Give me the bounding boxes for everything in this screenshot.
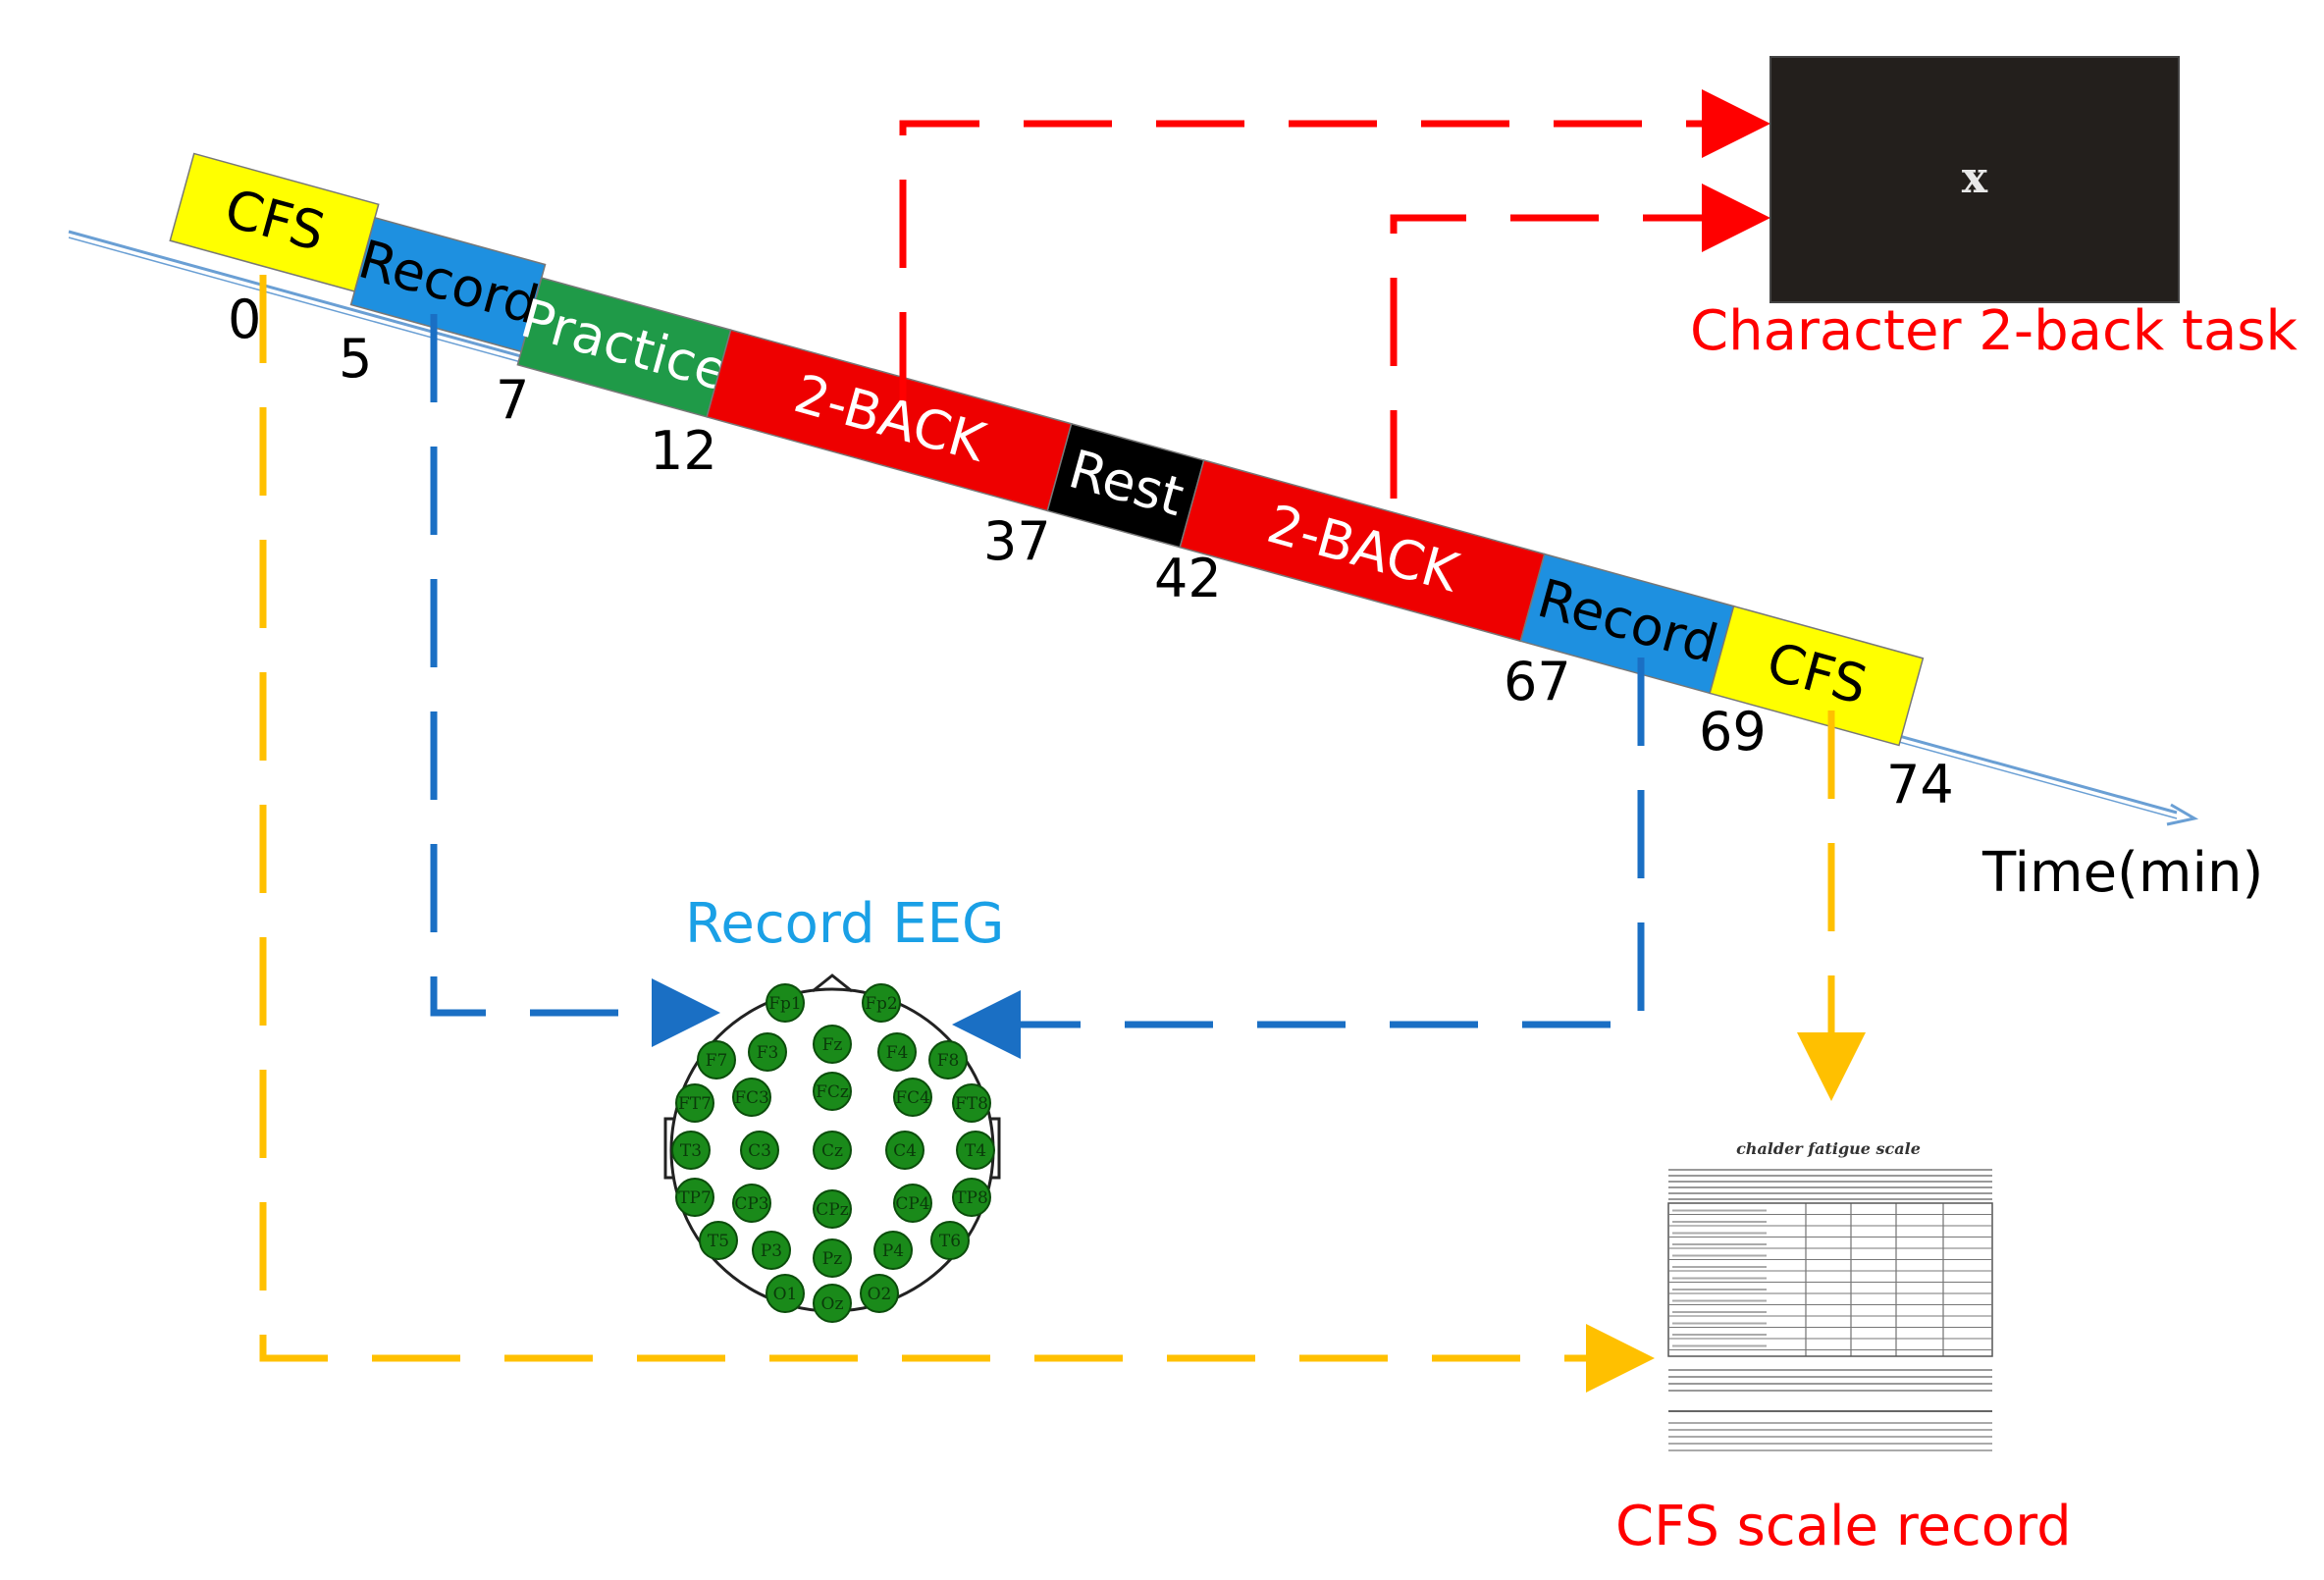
electrode-label: P3 (761, 1241, 782, 1261)
electrode-label: F3 (757, 1043, 779, 1063)
tick-label: 37 (983, 510, 1051, 572)
electrode-cp3 (732, 1184, 771, 1223)
electrode-t4 (956, 1131, 995, 1170)
electrode-label: CP4 (895, 1194, 929, 1214)
tick-label: 0 (228, 289, 261, 350)
electrode-label: FCz (816, 1082, 849, 1102)
electrode-o1 (766, 1274, 805, 1313)
eeg-arrows (430, 314, 1645, 1059)
electrode-label: CPz (816, 1200, 848, 1220)
task-display-panel: x (1769, 56, 2180, 303)
task-screen (1769, 56, 2180, 303)
electrode-label: Fp1 (768, 994, 802, 1014)
electrode-label: Cz (821, 1141, 843, 1161)
task-stimulus: x (1962, 153, 1988, 203)
electrode-oz (813, 1284, 852, 1323)
electrode-fc4 (893, 1078, 932, 1117)
electrode-cz (813, 1131, 852, 1170)
electrode-fc3 (732, 1078, 771, 1117)
electrode-label: FT7 (678, 1094, 712, 1114)
electrode-label: O1 (773, 1285, 798, 1304)
electrode-label: FC4 (895, 1088, 930, 1108)
task-arrows (899, 89, 1770, 499)
electrode-f3 (748, 1032, 787, 1072)
sheet-table (1667, 1202, 1993, 1357)
electrode-label: FC3 (734, 1088, 769, 1108)
electrode-t3 (671, 1131, 711, 1170)
electrode-t5 (699, 1221, 738, 1260)
electrode-label: Pz (822, 1249, 842, 1269)
electrode-label: T3 (680, 1141, 702, 1161)
tick-label: 69 (1699, 701, 1767, 763)
electrode-label: T5 (708, 1232, 729, 1251)
electrode-fp2 (862, 983, 901, 1023)
time-axis-label: Time(min) (1981, 841, 2263, 905)
electrode-fp1 (766, 983, 805, 1023)
electrode-cp4 (893, 1184, 932, 1223)
electrode-label: TP7 (678, 1188, 712, 1208)
electrode-label: Oz (821, 1294, 844, 1314)
electrode-ft7 (675, 1083, 714, 1123)
electrode-f4 (877, 1032, 917, 1072)
cfs-arrows (259, 275, 1866, 1393)
eeg-caption: Record EEG (685, 892, 1004, 956)
electrode-p4 (873, 1231, 913, 1270)
electrode-label: F4 (886, 1043, 909, 1063)
electrode-tp8 (952, 1178, 991, 1217)
electrode-label: F7 (706, 1051, 728, 1071)
time-tick-labels: 0 5 7 12 37 42 67 69 74 (228, 289, 1954, 816)
electrode-label: C3 (748, 1141, 771, 1161)
tick-label: 5 (339, 328, 372, 390)
electrode-label: T6 (939, 1232, 961, 1251)
electrode-t6 (930, 1221, 970, 1260)
tick-label: 12 (650, 420, 717, 482)
electrode-label: Fz (822, 1035, 843, 1055)
electrode-o2 (860, 1274, 899, 1313)
tick-label: 74 (1886, 754, 1954, 816)
sheet-title: chalder fatigue scale (1736, 1139, 1921, 1158)
electrode-label: C4 (893, 1141, 917, 1161)
electrode-label: P4 (882, 1241, 904, 1261)
right-ear-icon (991, 1117, 1001, 1180)
electrode-label: CP3 (734, 1194, 768, 1214)
nose-icon (812, 974, 853, 993)
electrode-label: FT8 (955, 1094, 988, 1114)
segment-block-cfs (1709, 605, 1925, 747)
electrode-ft8 (952, 1083, 991, 1123)
electrode-label: TP8 (955, 1188, 988, 1208)
tick-label: 42 (1154, 548, 1222, 609)
electrode-c4 (885, 1131, 924, 1170)
electrode-f8 (928, 1040, 968, 1080)
electrode-p3 (752, 1231, 791, 1270)
electrode-label: Fp2 (865, 994, 898, 1014)
left-ear-icon (663, 1117, 673, 1180)
tick-label: 67 (1504, 651, 1571, 712)
tick-label: 7 (496, 369, 529, 431)
electrode-cpz (813, 1189, 852, 1229)
electrode-tp7 (675, 1178, 714, 1217)
electrode-label: O2 (868, 1285, 892, 1304)
task-caption: Character 2-back task (1690, 299, 2298, 363)
cfs-scale-sheet: chalder fatigue scale (1655, 1129, 2002, 1482)
electrode-label: F8 (937, 1051, 960, 1071)
electrode-pz (813, 1238, 852, 1278)
cfs-caption: CFS scale record (1615, 1495, 2072, 1558)
electrode-fcz (813, 1072, 852, 1111)
electrode-f7 (697, 1040, 736, 1080)
electrode-fz (813, 1025, 852, 1064)
electrode-label: T4 (965, 1141, 986, 1161)
electrode-c3 (740, 1131, 779, 1170)
